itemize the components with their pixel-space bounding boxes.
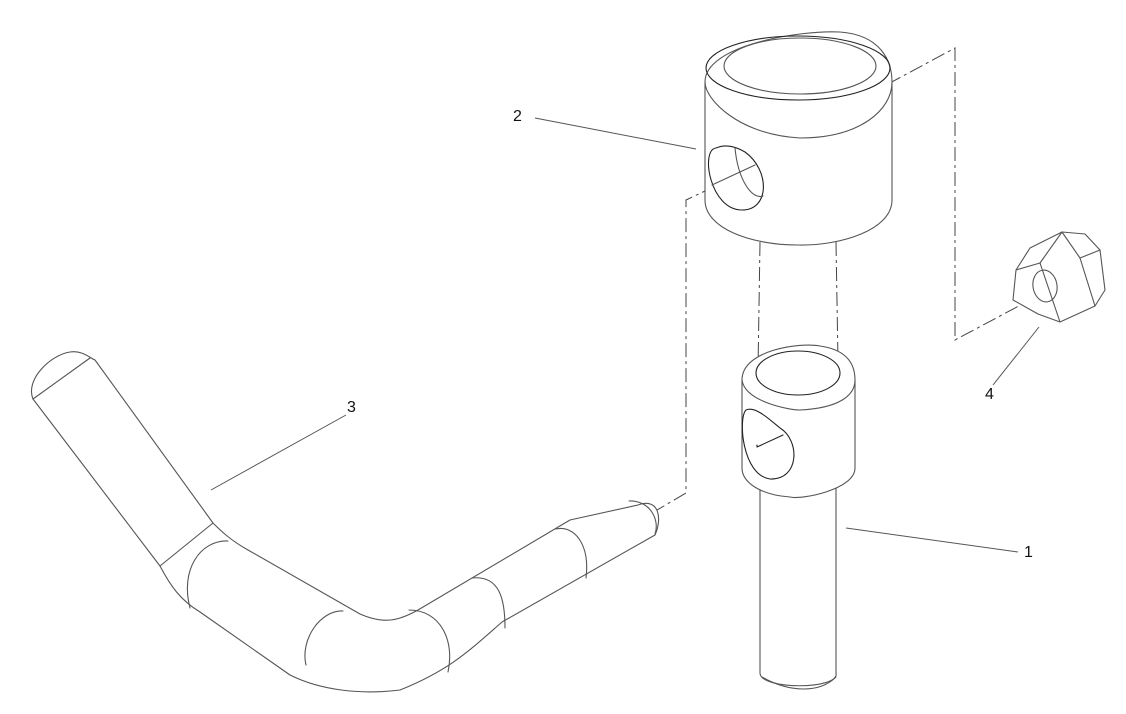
part-3-bent-rod: [30, 351, 660, 693]
callout-leaders: [210, 117, 1040, 553]
callout-label-4: 4: [985, 386, 994, 403]
callout-label-3: 3: [347, 399, 356, 416]
callout-label-1: 1: [1024, 544, 1033, 561]
part-4-hex-nut: [1012, 231, 1106, 323]
part-2-collar: [704, 31, 893, 246]
part-1-pin: [741, 344, 856, 690]
callout-label-2: 2: [513, 108, 522, 125]
